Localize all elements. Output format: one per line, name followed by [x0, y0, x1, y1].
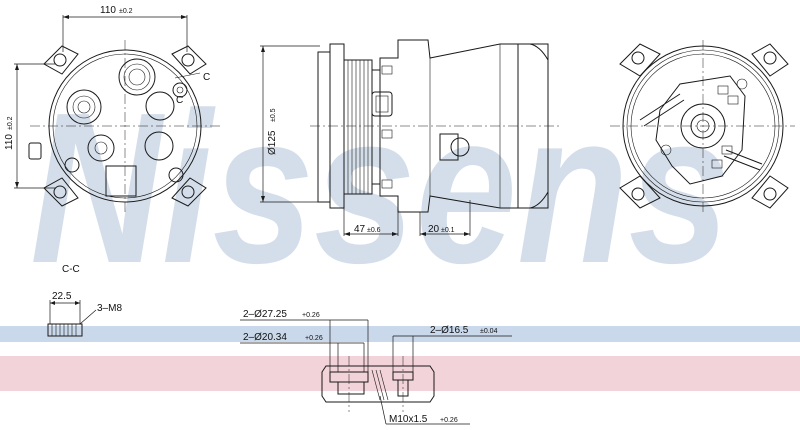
width-dim-label: 110 [100, 5, 116, 16]
length-a-label: 47 [354, 224, 366, 235]
shaft-nut [690, 113, 716, 139]
rear-view [610, 40, 795, 212]
bore-small-tol: ±0.04 [480, 328, 498, 335]
section-cc: C-C 22.5 3–M8 [47, 264, 122, 337]
port-section: 2–Ø27.25 +0.26 2–Ø20.34 +0.26 2–Ø16.5 ±0… [240, 309, 512, 425]
length-a-tol: ±0.6 [367, 227, 381, 234]
port-thread-label: M10x1.5 [389, 414, 428, 425]
bore-small-label: 2–Ø16.5 [430, 325, 469, 336]
front-view: 110 ±0.2 110 ±0.2 [4, 5, 222, 212]
mounting-ear-top-left [43, 45, 79, 75]
bore-mid-tol: +0.26 [305, 335, 323, 342]
port-block-section [321, 365, 435, 403]
height-dim-label: 110 [4, 134, 15, 150]
diameter-dim-tol: ±0.5 [270, 108, 277, 122]
rear-ear-bottom-right [751, 175, 789, 209]
bore-large-label: 2–Ø27.25 [243, 309, 287, 320]
electrical-connector [371, 91, 393, 117]
clutch-hub [655, 75, 746, 185]
section-thread-label: 3–M8 [97, 303, 122, 314]
threaded-hole [47, 323, 83, 337]
height-dim-tol: ±0.2 [7, 116, 14, 130]
length-b-label: 20 [428, 224, 440, 235]
mounting-ear-bottom-right [171, 177, 207, 207]
section-cc-title: C-C [62, 264, 80, 275]
bore-large-tol: +0.26 [302, 312, 320, 319]
bore-mid-label: 2–Ø20.34 [243, 332, 287, 343]
side-view: Ø125 ±0.5 [260, 39, 560, 236]
length-b-tol: ±0.1 [441, 227, 455, 234]
section-mark-c-2: C [176, 95, 183, 106]
diameter-dim-label: Ø125 [267, 130, 278, 155]
mounting-ear-bottom-left [43, 177, 79, 207]
section-depth-label: 22.5 [52, 291, 72, 302]
rear-ear-top-right [751, 43, 789, 77]
blue-band [0, 326, 800, 342]
discharge-port [66, 89, 102, 125]
port-thread-tol: +0.26 [440, 417, 458, 424]
width-dim-tol: ±0.2 [119, 8, 133, 15]
rear-ear-bottom-left [619, 175, 661, 209]
section-mark-c-1: C [203, 72, 210, 83]
pink-band [0, 356, 800, 391]
suction-port [118, 58, 156, 96]
relief-valve [439, 133, 459, 161]
rear-ear-top-left [619, 43, 661, 77]
mounting-ear-top-right [171, 45, 207, 75]
